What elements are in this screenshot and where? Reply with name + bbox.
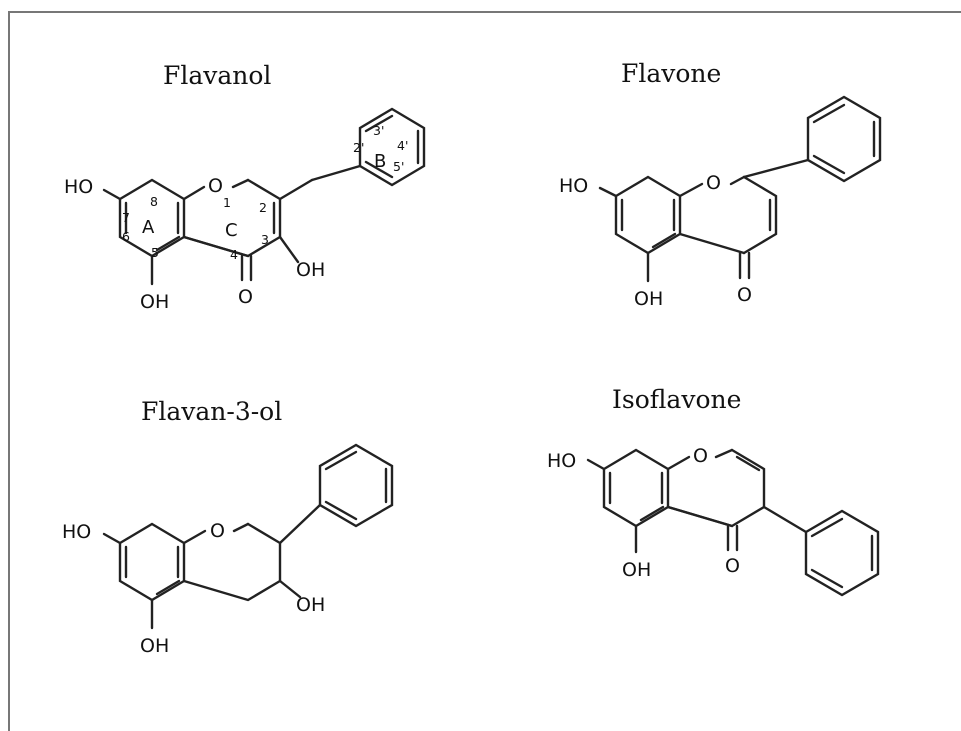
position-number-6: 6	[122, 229, 130, 244]
ring-b	[278, 107, 426, 201]
atom-o-1: O	[706, 172, 721, 194]
atom-oh-3: OH	[296, 594, 325, 616]
atom-ho-7: HO	[62, 521, 91, 543]
figure-frame	[8, 11, 961, 731]
atom-oh-5: OH	[140, 291, 169, 313]
position-number-4-prime: 4'	[397, 138, 408, 153]
ring-label-c: C	[225, 220, 238, 241]
atom-ho-7: HO	[64, 176, 93, 198]
position-number-3-prime: 3'	[373, 123, 384, 138]
structure-isoflavone: Isoflavone HO O OH O	[547, 385, 880, 597]
structure-title: Flavone	[621, 59, 721, 88]
position-number-2-prime: 2'	[353, 140, 364, 155]
structure-title: Isoflavone	[612, 385, 741, 414]
atom-o-4: O	[238, 286, 253, 308]
structure-flavanol: Flavanol HO	[64, 61, 426, 313]
position-number-2: 2	[259, 200, 267, 215]
ring-label-a: A	[142, 217, 155, 238]
position-number-5-prime: 5'	[393, 159, 404, 174]
structure-flavone: Flavone HO O OH O	[559, 59, 882, 310]
atom-o-1: O	[208, 175, 223, 197]
position-number-4: 4	[230, 247, 238, 262]
structure-flavan-3-ol: Flavan-3-ol HO O OH OH	[62, 397, 394, 657]
atom-oh-5: OH	[622, 559, 651, 581]
position-number-7: 7	[122, 210, 130, 225]
atom-o-4: O	[737, 284, 752, 306]
atom-oh-3: OH	[296, 259, 325, 281]
position-number-8: 8	[150, 194, 158, 209]
flavonoid-structures-diagram: Flavanol HO	[62, 59, 882, 657]
atom-oh-5: OH	[140, 635, 169, 657]
position-number-1: 1	[223, 195, 231, 210]
atom-ho-7: HO	[547, 450, 576, 472]
position-number-3: 3	[261, 232, 269, 247]
atom-o-1: O	[210, 520, 225, 542]
ring-label-b: B	[374, 151, 386, 172]
structure-title: Flavan-3-ol	[141, 397, 282, 426]
atom-ho-7: HO	[559, 175, 588, 197]
atom-oh-5: OH	[634, 288, 663, 310]
structure-title: Flavanol	[163, 61, 271, 90]
position-number-5: 5	[151, 245, 159, 260]
atom-o-4: O	[725, 555, 740, 577]
atom-o-1: O	[693, 445, 708, 467]
